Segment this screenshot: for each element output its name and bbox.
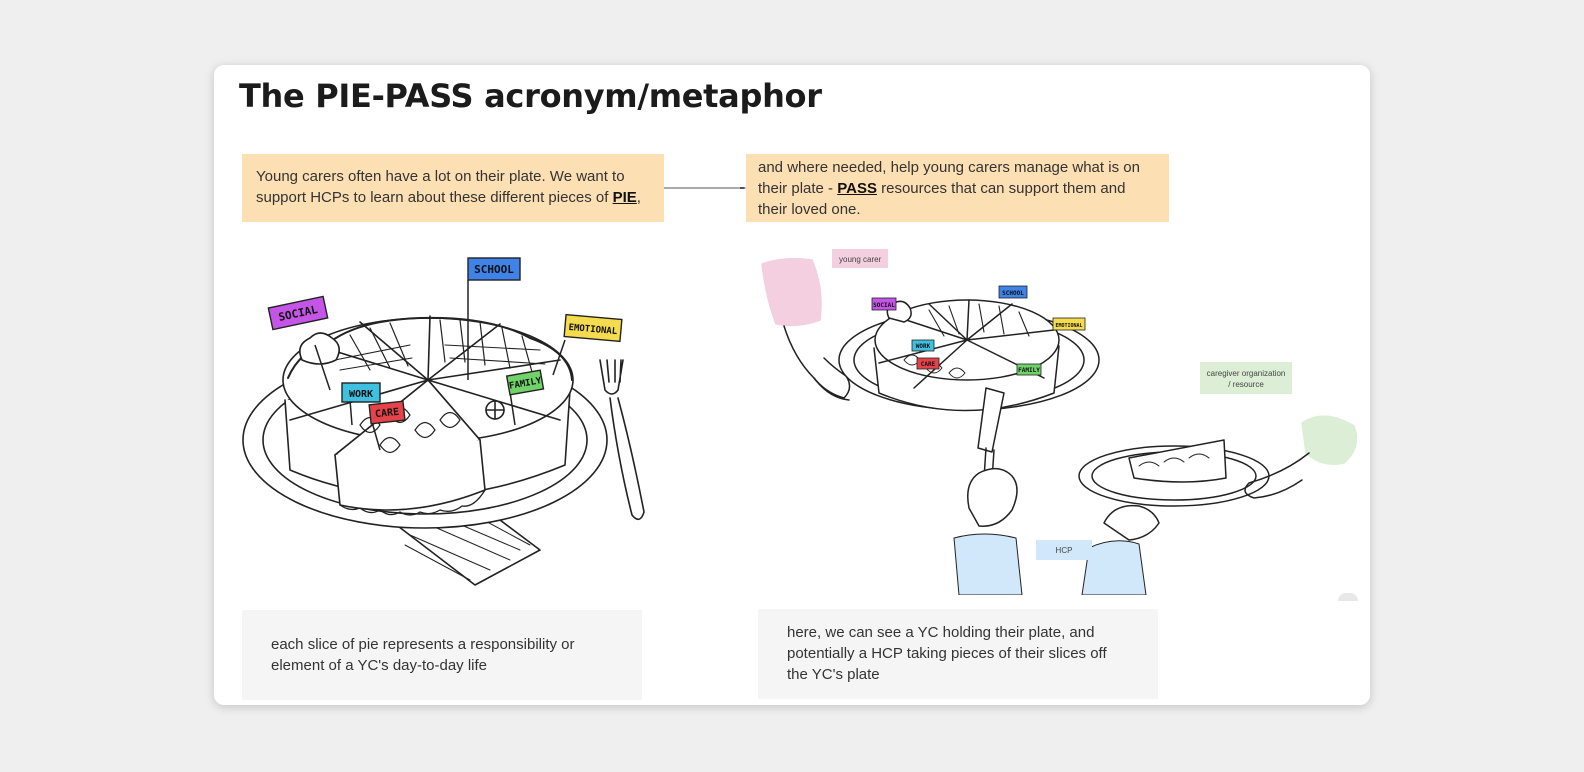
board-title: The PIE-PASS acronym/metaphor bbox=[239, 77, 822, 115]
note-text: Young carers often have a lot on their p… bbox=[256, 168, 625, 206]
note-text: , bbox=[636, 189, 641, 206]
note-text: resources that can support them and thei… bbox=[758, 180, 1126, 218]
flag-social[interactable]: SOCIAL bbox=[267, 295, 329, 331]
flag-care-label: CARE bbox=[375, 407, 400, 420]
sticky-caregiver-label-line2: / resource bbox=[1228, 380, 1264, 389]
note-text: and where needed, help young carers mana… bbox=[758, 159, 1140, 197]
sticky-caregiver-label-line1: caregiver organization bbox=[1207, 369, 1286, 378]
sticky-hcp[interactable]: HCP bbox=[1036, 540, 1092, 560]
flag-school[interactable]: SCHOOL bbox=[467, 257, 521, 281]
flag-work[interactable]: WORK bbox=[341, 382, 381, 403]
pass-illustration[interactable]: SOCIAL SCHOOL EMOTIONAL WORK CARE FAMILY… bbox=[754, 248, 1364, 595]
sticky-young-carer-label: young carer bbox=[839, 255, 882, 264]
flag-emotional[interactable]: EMOTIONAL bbox=[563, 313, 623, 343]
pie-illustration[interactable]: SOCIAL SCHOOL EMOTIONAL WORK CARE bbox=[240, 250, 675, 595]
expand-handle[interactable] bbox=[1338, 593, 1358, 601]
mini-flag-emotional: EMOTIONAL bbox=[1055, 323, 1082, 329]
caption-yc-plate[interactable]: here, we can see a YC holding their plat… bbox=[758, 609, 1158, 699]
flag-school-label: SCHOOL bbox=[474, 263, 514, 276]
caption-pie-slices[interactable]: each slice of pie represents a responsib… bbox=[242, 610, 642, 700]
flag-care[interactable]: CARE bbox=[368, 400, 406, 425]
note-keyword-pie: PIE bbox=[612, 189, 637, 206]
flag-work-label: WORK bbox=[349, 389, 373, 400]
flag-family[interactable]: FAMILY bbox=[505, 369, 545, 396]
sticky-note-pie[interactable]: Young carers often have a lot on their p… bbox=[242, 154, 664, 222]
sticky-note-pass[interactable]: and where needed, help young carers mana… bbox=[746, 154, 1169, 222]
sticky-hcp-label: HCP bbox=[1056, 546, 1073, 555]
mini-flag-care: CARE bbox=[921, 361, 936, 368]
flag-emotional-label: EMOTIONAL bbox=[568, 323, 618, 337]
sticky-young-carer[interactable]: young carer bbox=[832, 249, 888, 268]
mini-flag-work: WORK bbox=[916, 343, 931, 350]
whiteboard-frame: The PIE-PASS acronym/metaphor Young care… bbox=[214, 65, 1370, 705]
connector-arrow[interactable] bbox=[664, 187, 746, 189]
note-keyword-pass: PASS bbox=[837, 180, 877, 197]
sticky-caregiver-organization[interactable]: caregiver organization / resource bbox=[1200, 362, 1292, 394]
mini-flag-social: SOCIAL bbox=[873, 302, 895, 309]
mini-flag-family: FAMILY bbox=[1018, 367, 1040, 374]
mini-flag-school: SCHOOL bbox=[1002, 290, 1024, 297]
